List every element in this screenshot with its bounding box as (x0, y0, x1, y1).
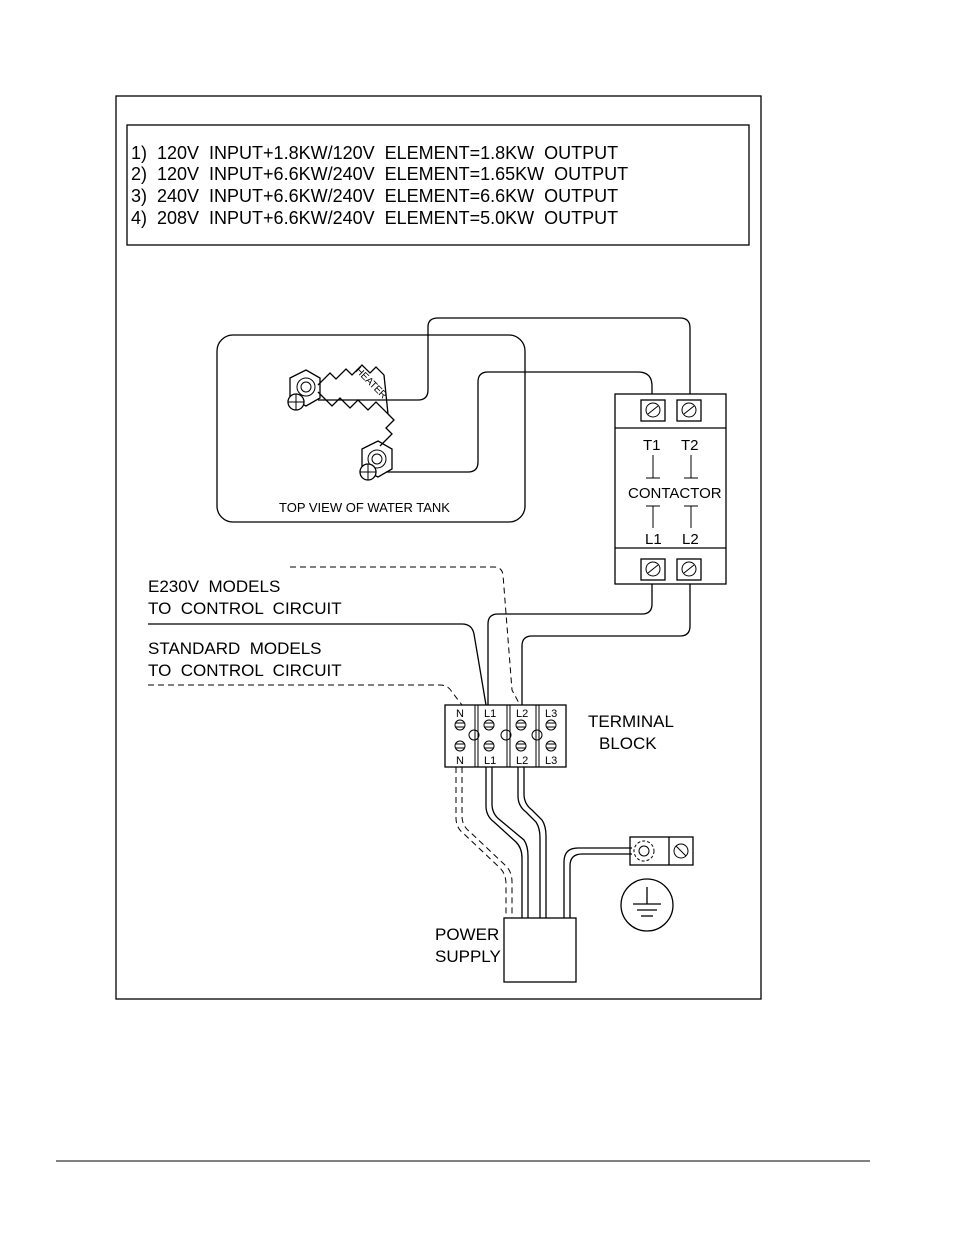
option-4: 4) 208V INPUT+6.6KW/240V ELEMENT=5.0KW O… (131, 208, 618, 228)
contactor-l1: L1 (645, 531, 662, 548)
wire-contactor-l1 (487, 584, 653, 705)
contactor-t1: T1 (643, 437, 661, 454)
standard-label-line2: TO CONTROL CIRCUIT (148, 661, 342, 680)
options-table: 1) 120V INPUT+1.8KW/120V ELEMENT=1.8KW O… (126, 124, 750, 246)
contactor-t2: T2 (681, 437, 699, 454)
contactor-label: CONTACTOR (628, 485, 722, 502)
power-supply-label-line2: SUPPLY (435, 947, 501, 966)
water-tank: TOP VIEW OF WATER TANK HEATER (216, 317, 691, 523)
wire-e230-control (148, 623, 487, 706)
tb-bottom-l2: L2 (516, 755, 528, 767)
water-tank-caption: TOP VIEW OF WATER TANK (279, 500, 450, 515)
options-table-box (126, 124, 750, 246)
option-1: 1) 120V INPUT+1.8KW/120V ELEMENT=1.8KW O… (131, 143, 618, 163)
tb-top-l3: L3 (545, 708, 557, 720)
terminal-block: N L1 L2 L3 N L1 L2 L3 (444, 704, 567, 768)
wire-standard-control (148, 684, 463, 706)
contactor-body (614, 393, 727, 585)
contactor: T1 T2 CONTACTOR L1 L2 (614, 393, 727, 585)
power-supply-box (503, 917, 577, 983)
tb-top-l2: L2 (516, 708, 528, 720)
ground-symbol (620, 878, 674, 932)
heater-terminal-top (287, 369, 321, 411)
option-3: 3) 240V INPUT+6.6KW/240V ELEMENT=6.6KW O… (131, 186, 618, 206)
standard-label-line1: STANDARD MODELS (148, 639, 322, 658)
wire-contactor-l2 (521, 584, 691, 705)
terminal-block-body (444, 704, 567, 768)
heater-terminal-bottom (359, 440, 393, 481)
heater-lead-top (318, 317, 691, 401)
contactor-l2: L2 (682, 531, 699, 548)
power-cable (455, 767, 632, 918)
water-tank-outline (216, 334, 526, 523)
tb-bottom-n: N (456, 755, 464, 767)
power-supply-label-line1: POWER (435, 925, 499, 944)
terminal-block-label-line2: BLOCK (599, 734, 657, 753)
tb-bottom-l1: L1 (484, 755, 496, 767)
wire-dashed-upper (290, 566, 521, 706)
tb-bottom-l3: L3 (545, 755, 557, 767)
e230-label-line1: E230V MODELS (148, 577, 280, 596)
option-2: 2) 120V INPUT+6.6KW/240V ELEMENT=1.65KW … (131, 164, 628, 184)
e230-label-line2: TO CONTROL CIRCUIT (148, 599, 342, 618)
tb-top-n: N (456, 708, 464, 720)
terminal-block-label-line1: TERMINAL (588, 712, 674, 731)
heater-lead-bottom (386, 371, 653, 473)
ground-lug (629, 836, 694, 866)
tb-top-l1: L1 (484, 708, 496, 720)
